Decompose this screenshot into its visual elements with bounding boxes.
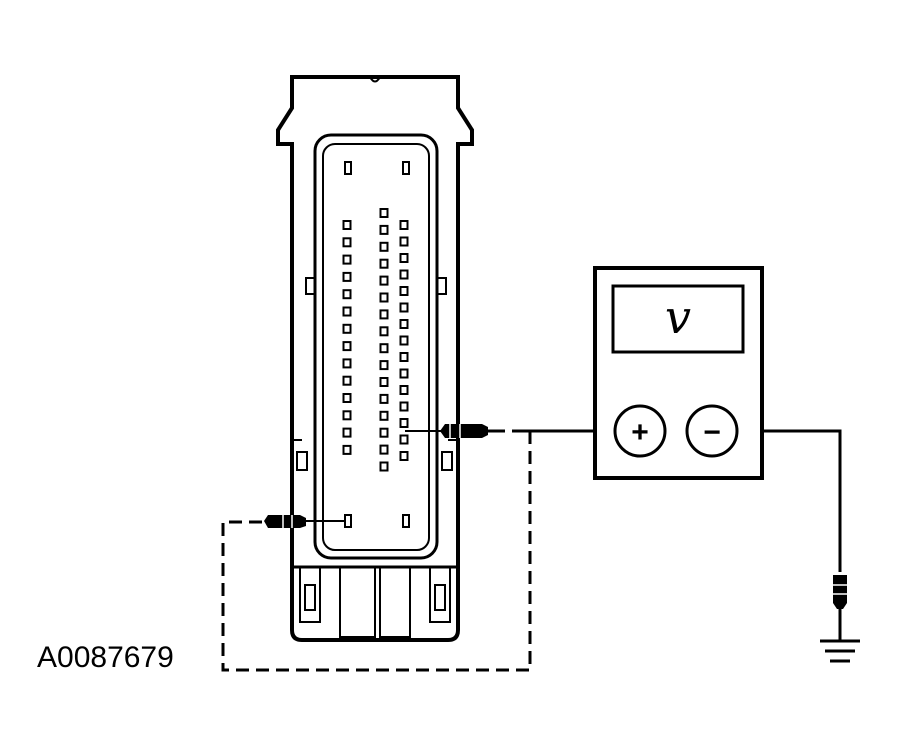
connector-pin — [342, 358, 352, 369]
test-probe-icon — [440, 424, 488, 438]
connector-pin — [342, 393, 352, 403]
connector-pin — [342, 237, 352, 248]
connector-pin — [344, 514, 352, 528]
figure-code: A0087679 — [37, 641, 174, 674]
connector-pin — [379, 326, 389, 337]
connector-pin — [379, 461, 389, 472]
plus-terminal — [613, 404, 667, 458]
connector-pin — [342, 271, 352, 282]
connector-pin — [379, 224, 389, 235]
connector-pin — [399, 269, 409, 280]
voltmeter-icon: v + − — [593, 266, 764, 480]
minus-symbol: − — [703, 416, 721, 449]
connector-pin — [399, 335, 409, 346]
connector-pin — [399, 434, 409, 445]
connector-pin — [379, 410, 389, 421]
connector-pin — [342, 323, 352, 334]
connector-pin — [379, 427, 389, 438]
connector-pin — [379, 208, 389, 218]
connector-pin — [379, 377, 389, 387]
connector-pin — [399, 236, 409, 247]
test-probe-icon — [264, 515, 306, 528]
connector-pin — [399, 401, 409, 412]
connector-pin — [399, 451, 409, 461]
meter-display: v — [665, 290, 691, 344]
connector-pin — [342, 341, 352, 352]
connector-pin — [399, 319, 409, 329]
connector-pin — [399, 286, 409, 296]
connector-pin — [402, 514, 410, 528]
connector-pin — [344, 161, 352, 175]
connector-pin — [379, 360, 389, 371]
connector-pin — [379, 309, 389, 320]
connector-pin — [379, 444, 389, 455]
connector-pin — [342, 306, 352, 317]
connector-pin — [379, 343, 389, 354]
connector-pin — [399, 302, 409, 313]
connector-pin — [399, 368, 409, 379]
connector-pin — [399, 352, 409, 362]
connector-pin — [402, 161, 410, 175]
plus-symbol: + — [631, 416, 649, 449]
connector-pin — [342, 444, 352, 455]
connector-pin — [379, 292, 389, 303]
connector-pin — [342, 410, 352, 421]
connector-pin — [379, 241, 389, 252]
connector-pin — [399, 220, 409, 230]
connector-pin — [379, 275, 389, 286]
connector-pin — [379, 393, 389, 404]
connector-pin — [342, 427, 352, 438]
connector-pin — [399, 253, 409, 263]
connector-pin — [399, 418, 409, 428]
connector-pin — [342, 254, 352, 265]
connector-pin — [342, 220, 352, 230]
connector-pin — [399, 385, 409, 395]
connector-pin — [379, 258, 389, 269]
ground-symbol-icon — [820, 639, 860, 663]
connector-pin — [342, 375, 352, 386]
minus-terminal — [685, 404, 739, 458]
connector-pin — [342, 289, 352, 300]
test-probe-icon — [833, 575, 847, 609]
pcm-connector-icon — [276, 75, 474, 642]
